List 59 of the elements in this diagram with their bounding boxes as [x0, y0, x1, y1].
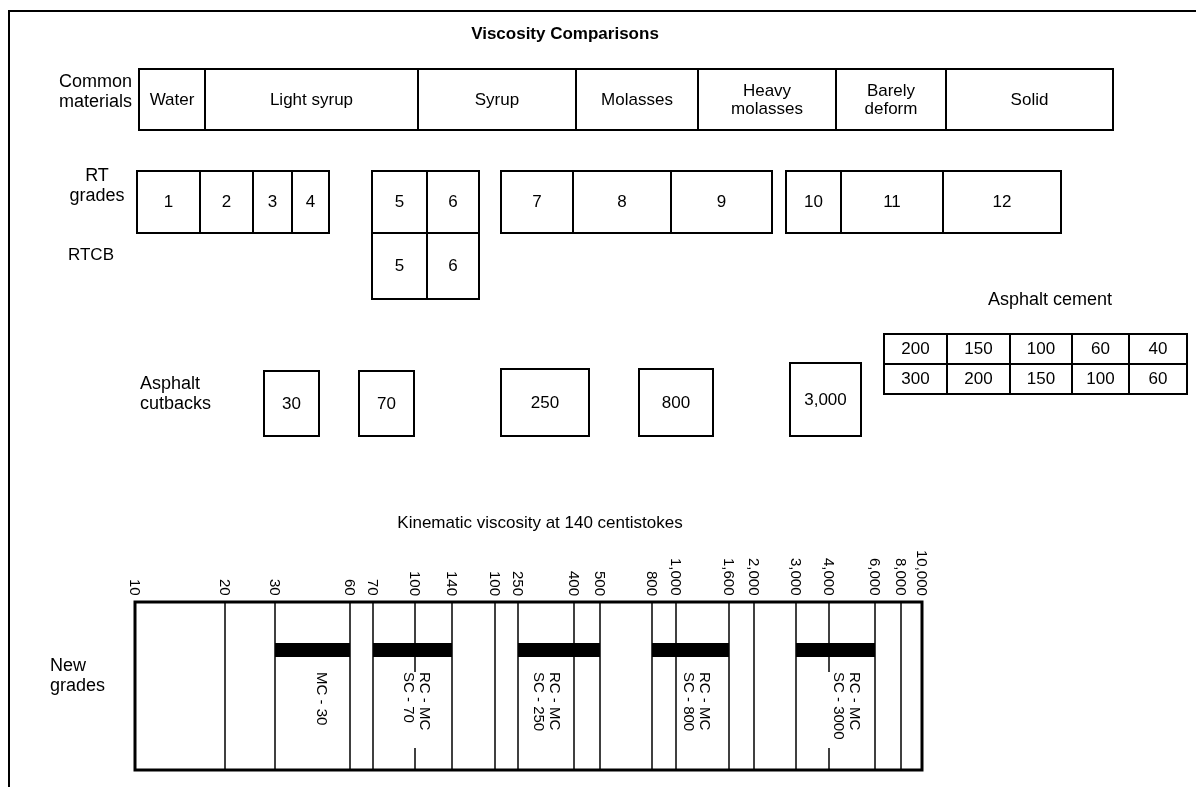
- tick-label: 8,000: [892, 558, 909, 596]
- row-label: RTCB: [68, 246, 115, 265]
- row-label: Common materials: [57, 72, 132, 112]
- grade-box: 6: [426, 170, 480, 234]
- tick-label: 2,000: [745, 558, 762, 596]
- tick-label: 70: [364, 579, 381, 596]
- tick-label: 30: [266, 579, 283, 596]
- table-cell: 200: [883, 333, 948, 365]
- tick-label: 400: [565, 570, 582, 596]
- cutback-box: 70: [358, 370, 415, 437]
- grade-box: 6: [426, 232, 480, 300]
- row-label: RT grades: [68, 166, 126, 206]
- tick-label: 800: [643, 570, 660, 596]
- tick-label: 1,000: [667, 558, 684, 596]
- tick-label: 3,000: [787, 558, 804, 596]
- material-box: Water: [138, 68, 206, 131]
- tick-label: 60: [341, 579, 358, 596]
- tick-label: 140: [443, 570, 460, 596]
- tick-label: 500: [591, 570, 608, 596]
- axis-title: Kinematic viscosity at 140 centistokes: [396, 514, 684, 533]
- grade-box: 3: [252, 170, 293, 234]
- cutback-box: 800: [638, 368, 714, 437]
- tick-label: 100: [406, 570, 423, 596]
- grade-box: 2: [199, 170, 254, 234]
- tick-label: 20: [216, 579, 233, 596]
- tick-label: 6,000: [866, 558, 883, 596]
- table-cell: 40: [1128, 333, 1188, 365]
- table-cell: 60: [1128, 363, 1188, 395]
- tick-label: 10: [126, 579, 143, 596]
- material-box: Light syrup: [204, 68, 419, 131]
- row-label: New grades: [50, 656, 107, 696]
- table-heading: Asphalt cement: [986, 290, 1114, 310]
- material-box: Solid: [945, 68, 1114, 131]
- cutback-box: 250: [500, 368, 590, 437]
- material-box: Molasses: [575, 68, 699, 131]
- cutback-box: 3,000: [789, 362, 862, 437]
- row-label: Asphalt cutbacks: [140, 374, 213, 414]
- cutback-box: 30: [263, 370, 320, 437]
- tick-label: 100: [486, 570, 503, 596]
- grade-box: 12: [942, 170, 1062, 234]
- material-box: Heavy molasses: [697, 68, 837, 131]
- material-box: Barely deform: [835, 68, 947, 131]
- grade-box: 11: [840, 170, 944, 234]
- tick-label: 10,000: [913, 550, 930, 596]
- grade-box: 7: [500, 170, 574, 234]
- table-cell: 300: [883, 363, 948, 395]
- grade-box: 4: [291, 170, 330, 234]
- tick-label: 250: [509, 570, 526, 596]
- material-box: Syrup: [417, 68, 577, 131]
- tick-label: 4,000: [820, 558, 837, 596]
- grade-box: 8: [572, 170, 672, 234]
- grade-box: 5: [371, 232, 428, 300]
- grade-box: 5: [371, 170, 428, 234]
- diagram-title: Viscosity Comparisons: [470, 24, 660, 44]
- grade-box: 10: [785, 170, 842, 234]
- grade-box: 9: [670, 170, 773, 234]
- grade-box: 1: [136, 170, 201, 234]
- grade-label: RC - MC SC - 3000: [827, 672, 863, 748]
- tick-label: 1,600: [720, 558, 737, 596]
